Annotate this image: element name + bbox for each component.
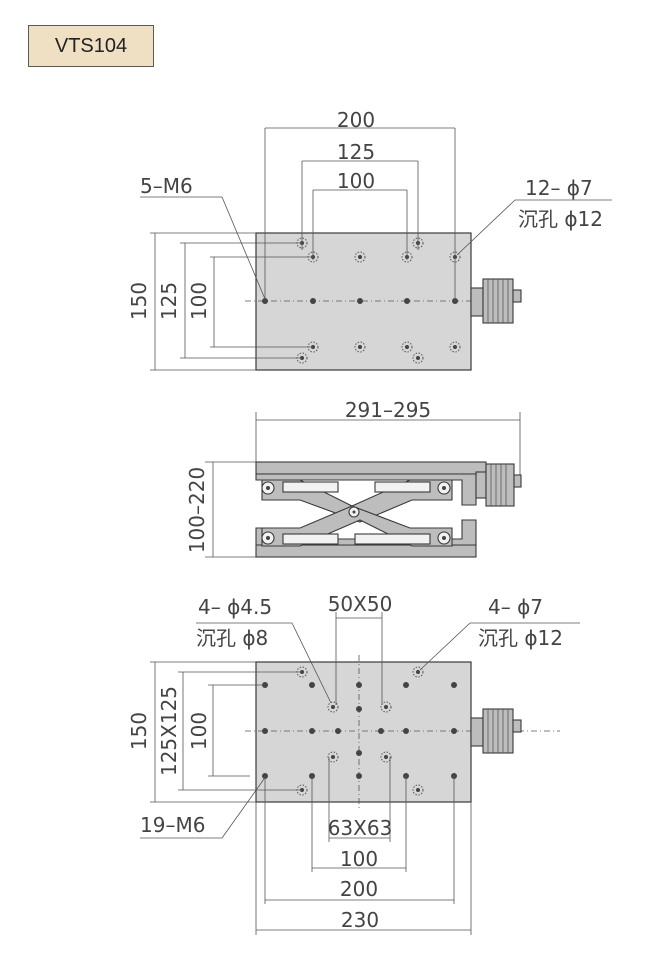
dim-bottom-100: 100 bbox=[340, 847, 378, 871]
bottom-plate bbox=[255, 661, 472, 803]
dim-bottom-200: 200 bbox=[340, 877, 378, 901]
dim-top-100v: 100 bbox=[187, 282, 211, 320]
side-bottom-plate bbox=[255, 544, 477, 558]
callout-12-phi7: 12– ϕ7 bbox=[525, 176, 593, 200]
dim-top-125: 125 bbox=[337, 140, 375, 164]
callout-counterbore-phi12-b: 沉孔 ϕ12 bbox=[478, 626, 563, 650]
callout-4-phi4-5: 4– ϕ4.5 bbox=[198, 595, 272, 619]
dim-125x125: 125X125 bbox=[157, 686, 181, 776]
slot-upper-left bbox=[282, 481, 339, 493]
dim-height-100-220: 100–220 bbox=[185, 467, 209, 553]
dim-length-291-295: 291–295 bbox=[345, 398, 431, 422]
slot-lower-right bbox=[354, 533, 431, 545]
dim-bottom-100v: 100 bbox=[187, 712, 211, 750]
slot-upper-right bbox=[374, 481, 431, 493]
side-view: 291–295 100–220 bbox=[185, 398, 522, 558]
dim-top-125v: 125 bbox=[157, 282, 181, 320]
bottom-top-callouts: 50X50 4– ϕ4.5 沉孔 ϕ8 4– ϕ7 沉孔 ϕ12 bbox=[196, 592, 580, 705]
bottom-vertical-dims: 150 125X125 100 19–M6 bbox=[127, 661, 302, 839]
model-title: VTS104 bbox=[28, 25, 154, 67]
callout-19-m6: 19–M6 bbox=[140, 813, 205, 837]
top-vertical-dims: 150 125 100 bbox=[127, 232, 313, 371]
side-top-plate bbox=[255, 461, 487, 475]
top-callouts: 5–M6 12– ϕ7 沉孔 ϕ12 bbox=[140, 174, 612, 300]
slot-lower-left bbox=[282, 533, 339, 545]
side-dims: 291–295 100–220 bbox=[185, 398, 521, 558]
callout-5-m6: 5–M6 bbox=[140, 174, 193, 198]
bottom-horizontal-dims: 63X63 100 200 230 bbox=[255, 757, 472, 935]
callout-counterbore-phi12: 沉孔 ϕ12 bbox=[518, 207, 603, 231]
callout-4-phi7: 4– ϕ7 bbox=[488, 595, 543, 619]
dim-63x63: 63X63 bbox=[328, 816, 393, 840]
callout-counterbore-phi8: 沉孔 ϕ8 bbox=[196, 626, 268, 650]
micrometer-knob-icon bbox=[470, 708, 522, 754]
dim-50x50: 50X50 bbox=[328, 592, 393, 616]
dim-bottom-150: 150 bbox=[127, 712, 151, 750]
bottom-view: 50X50 4– ϕ4.5 沉孔 ϕ8 4– ϕ7 沉孔 ϕ12 150 125… bbox=[127, 592, 580, 935]
dim-top-150: 150 bbox=[127, 282, 151, 320]
micrometer-knob-icon bbox=[470, 278, 522, 324]
top-horizontal-dims: 200 125 100 bbox=[264, 108, 456, 301]
top-plate bbox=[255, 232, 472, 371]
micrometer-knob-icon bbox=[475, 463, 522, 507]
dim-bottom-230: 230 bbox=[341, 908, 379, 932]
dim-top-200: 200 bbox=[337, 108, 375, 132]
dim-top-100: 100 bbox=[337, 169, 375, 193]
top-view: 200 125 100 150 125 100 bbox=[127, 108, 612, 371]
